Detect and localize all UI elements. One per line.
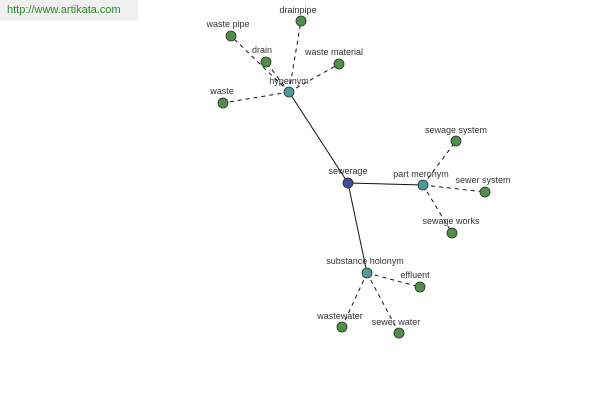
relation-substance-holonym-label: substance holonym [326,256,404,266]
relation-part-meronym-label: part meronym [393,169,449,179]
edge-hypernym-drain [265,61,290,93]
term-waste-node[interactable] [217,97,229,109]
term-waste-pipe-node[interactable] [225,30,237,42]
relation-substance-holonym-node[interactable] [361,267,373,279]
source-link[interactable]: http://www.artikata.com [0,0,138,21]
relation-hypernym-node[interactable] [283,86,295,98]
edge-substance-holonym-wastewater [341,272,368,328]
term-sewer-system-node[interactable] [479,186,491,198]
edge-root-hypernym [288,91,349,184]
term-waste-material-label: waste material [304,47,363,57]
edge-hypernym-waste-pipe [230,35,290,93]
term-sewage-system-node[interactable] [450,135,462,147]
term-sewer-system-label: sewer system [455,175,510,185]
term-effluent-node[interactable] [414,281,426,293]
term-drainpipe-label: drainpipe [279,5,316,15]
edge-part-meronym-sewage-works [422,184,453,234]
term-waste-material-node[interactable] [333,58,345,70]
term-wastewater-node[interactable] [336,321,348,333]
edge-part-meronym-sewer-system [422,184,486,193]
edge-part-meronym-sewage-system [422,140,457,186]
edge-substance-holonym-sewer-water [366,272,400,334]
term-waste-label: waste [209,86,234,96]
term-drainpipe-node[interactable] [295,15,307,27]
edge-substance-holonym-effluent [366,272,421,288]
edge-root-substance-holonym [347,182,368,274]
edge-root-part-meronym [347,182,424,186]
root-sewerage-label: sewerage [328,166,367,176]
term-sewer-water-node[interactable] [393,327,405,339]
relation-part-meronym-node[interactable] [417,179,429,191]
term-drain-label: drain [252,45,272,55]
graph-edges [222,20,486,334]
root-sewerage-node[interactable] [342,177,354,189]
edge-hypernym-waste [222,91,290,104]
graph-nodes: sewerage hypernym waste pipe drainpipe drain… [205,5,511,339]
relation-hypernym-label: hypernym [269,76,309,86]
term-drain-node[interactable] [260,56,272,68]
term-effluent-label: effluent [400,270,430,280]
term-sewer-water-label: sewer water [372,317,421,327]
edge-hypernym-waste-material [288,63,340,93]
term-waste-pipe-label: waste pipe [205,19,249,29]
term-sewage-system-label: sewage system [425,125,487,135]
term-sewage-works-node[interactable] [446,227,458,239]
term-wastewater-label: wastewater [316,311,363,321]
term-sewage-works-label: sewage works [422,216,480,226]
